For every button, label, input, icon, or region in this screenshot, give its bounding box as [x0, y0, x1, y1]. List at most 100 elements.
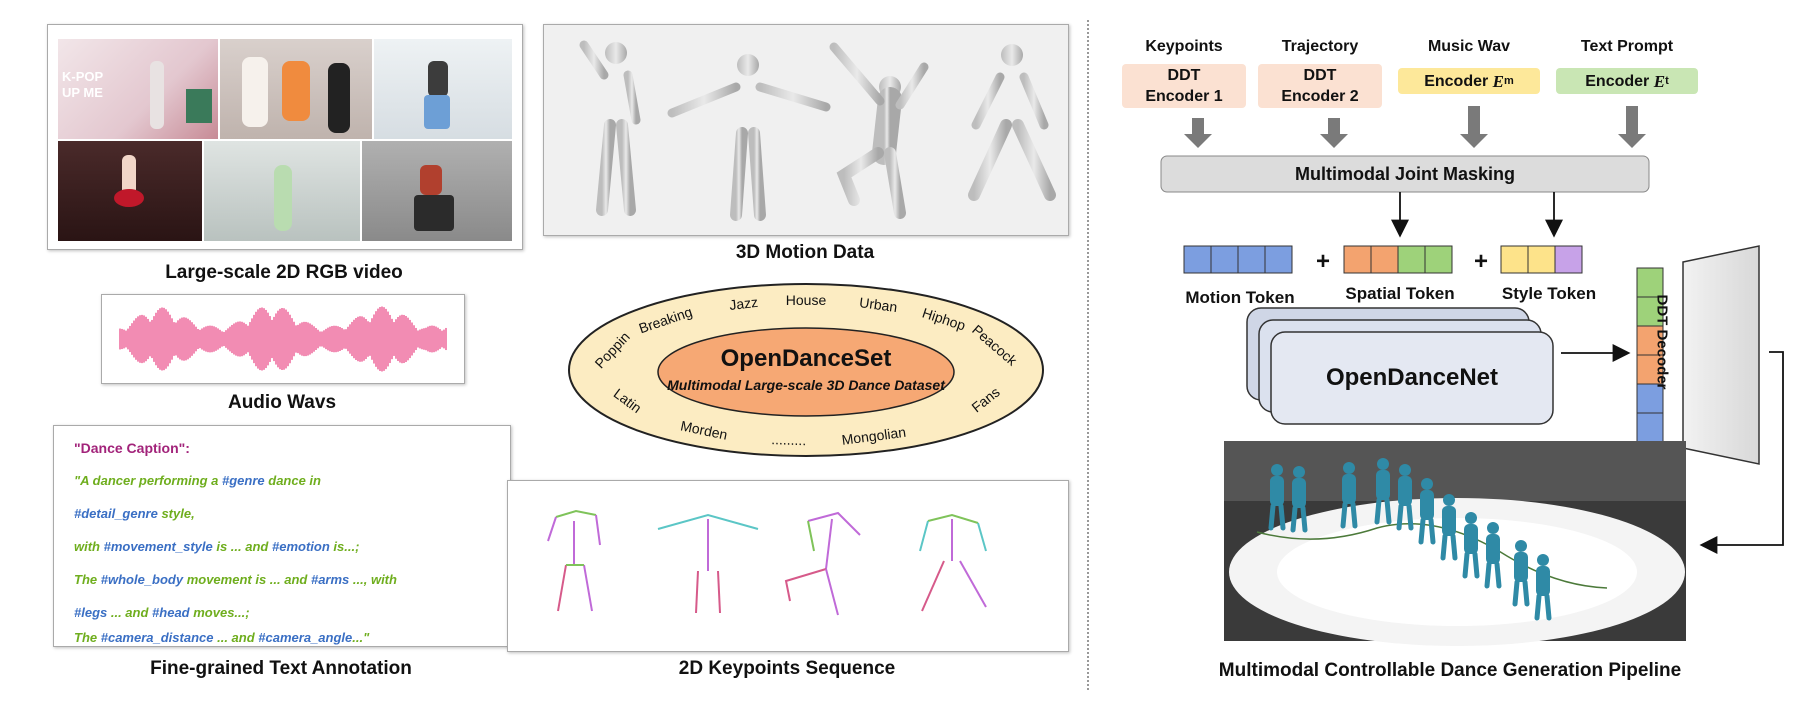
caption-tag: #whole_body [100, 572, 184, 587]
dancer-figure [1512, 540, 1530, 607]
dancer-figure [1340, 462, 1358, 529]
encoder-subscript: t [1665, 74, 1669, 87]
masking-label: Multimodal Joint Masking [1294, 164, 1515, 184]
video-thumb-4 [58, 141, 202, 241]
caption-text: is ... and [212, 539, 272, 554]
skeleton-4 [919, 513, 987, 612]
rgb-video-panel: K-POP UP ME [47, 24, 523, 250]
token-cell [1343, 245, 1372, 274]
token-cell [1237, 245, 1266, 274]
dancer-figure [1418, 478, 1436, 545]
caption-text: style, [157, 506, 195, 521]
dancer-figure [328, 63, 350, 133]
caption-tag: #head [152, 605, 190, 620]
caption-line-4: The #whole_body movement is ... and #arm… [74, 572, 397, 587]
caption-tag: #legs [74, 605, 108, 620]
dancer-figure [420, 165, 442, 195]
dancer-figure [242, 57, 268, 127]
pipeline-label: Multimodal Controllable Dance Generation… [1218, 660, 1682, 681]
audio-panel [101, 294, 465, 384]
pipeline-diagram [1160, 106, 1784, 646]
genre-label: Urban [858, 294, 898, 315]
down-arrow [1320, 118, 1348, 148]
motion-label: 3D Motion Data [735, 242, 875, 263]
body-mesh-4 [968, 44, 1056, 201]
dataset-title: OpenDanceSet [721, 345, 892, 372]
caption-line-5: #legs ... and #head moves...; [74, 605, 250, 620]
down-arrow [1184, 118, 1212, 148]
video-thumb-6 [362, 141, 512, 241]
caption-tag: #detail_genre [74, 506, 158, 521]
network-layer [1270, 331, 1554, 425]
dancer-figure [1290, 466, 1308, 533]
text-annotation-label: Fine-grained Text Annotation [150, 658, 412, 679]
body-mesh-2 [667, 54, 831, 221]
text-annotation-panel: "Dance Caption": "A dancer performing a … [53, 425, 511, 647]
token-cell [1370, 245, 1399, 274]
encoder-trajectory: DDT Encoder 2 [1258, 64, 1382, 108]
skeleton-2 [657, 513, 759, 614]
caption-line-2: #detail_genre style, [74, 506, 195, 521]
encoder-line: Encoder [1424, 72, 1493, 90]
token-cell [1183, 245, 1212, 274]
encoder-title-text: Text Prompt [1580, 38, 1674, 55]
encoder-title-trajectory: Trajectory [1281, 38, 1359, 55]
caption-tag: #arms [310, 572, 350, 587]
style-token-blocks [1500, 245, 1583, 274]
caption-text: The [74, 572, 101, 587]
dataset-ellipse: OpenDanceSet Multimodal Large-scale 3D D… [568, 283, 1044, 457]
caption-text: ..." [352, 630, 370, 645]
ellipse-inner [657, 327, 955, 417]
encoder-line: DDT [1167, 67, 1201, 84]
video-thumb-overlay-2: UP ME [62, 85, 103, 100]
motion-panel [543, 24, 1069, 236]
caption-tag: #movement_style [103, 539, 213, 554]
dancer-figure [1440, 494, 1458, 561]
video-thumb-3 [374, 39, 512, 139]
keypoints-panel [507, 480, 1069, 652]
caption-text: with [74, 539, 104, 554]
caption-tag: #genre [222, 473, 265, 488]
down-arrow [1618, 106, 1646, 148]
dancer-figure [1268, 464, 1286, 531]
style-token-label: Style Token [1501, 284, 1597, 303]
caption-text: ..., with [349, 572, 397, 587]
masking-box [1160, 155, 1650, 193]
dancer-figure [1396, 464, 1414, 531]
dancer-figure [424, 95, 450, 129]
token-cell [1500, 245, 1529, 274]
rendered-dancers [1268, 458, 1552, 621]
motion-token-label: Motion Token [1185, 288, 1295, 307]
body-mesh-1 [579, 40, 641, 216]
caption-text: dance in [264, 473, 321, 488]
motion-figures [579, 40, 1056, 221]
dancer-figure [414, 195, 454, 231]
token-cell [1424, 245, 1453, 274]
encoder-line: Encoder [1585, 72, 1654, 90]
caption-text: ... and [107, 605, 153, 620]
dancer-skirt [114, 189, 144, 207]
section-separator [1087, 20, 1089, 690]
motion-token-blocks [1183, 245, 1293, 274]
caption-line-6: The #camera_distance ... and #camera_ang… [74, 630, 369, 645]
caption-text: moves...; [189, 605, 250, 620]
dancer-figure [1374, 458, 1392, 525]
encoder-title-keypoints: Keypoints [1145, 38, 1223, 55]
caption-text: "A dancer performing a [74, 473, 222, 488]
token-cell [1527, 245, 1556, 274]
network-label: OpenDanceNet [1325, 364, 1499, 391]
spatial-token-label: Spatial Token [1345, 284, 1455, 303]
caption-text: The [74, 630, 101, 645]
video-thumb-1: K-POP UP ME [58, 39, 218, 139]
caption-line-3: with #movement_style is ... and #emotion… [74, 539, 359, 554]
keypoints-label: 2D Keypoints Sequence [678, 658, 896, 679]
dancer-figure [428, 61, 448, 97]
caption-line-1: "A dancer performing a #genre dance in [74, 473, 321, 488]
encoder-symbol: E [1653, 71, 1666, 91]
encoder-title-music: Music Wav [1427, 38, 1511, 55]
video-thumb-overlay-1: K-POP [62, 69, 104, 84]
caption-tag: #camera_angle [258, 630, 353, 645]
dancer-figure [1462, 512, 1480, 579]
